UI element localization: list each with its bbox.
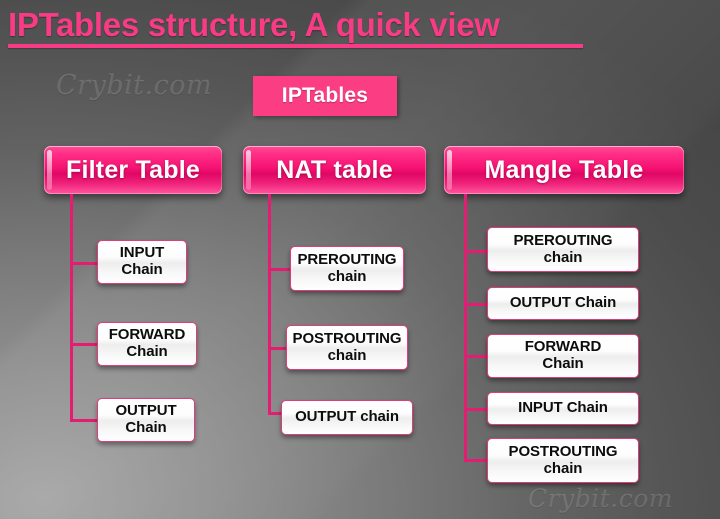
connector-nat-branch-3: [268, 412, 282, 415]
connector-nat-trunk: [268, 194, 271, 415]
connector-filter-trunk: [70, 194, 73, 422]
connector-filter-branch-2: [70, 343, 99, 346]
node-iptables-root[interactable]: IPTables: [253, 76, 397, 116]
node-mangle-chain-prerouting[interactable]: PREROUTING chain: [487, 227, 639, 272]
connector-mangle-trunk: [464, 194, 467, 462]
node-filter-table[interactable]: Filter Table: [44, 146, 222, 194]
node-filter-chain-output[interactable]: OUTPUT Chain: [97, 398, 195, 442]
node-mangle-chain-output[interactable]: OUTPUT Chain: [487, 287, 639, 320]
node-filter-chain-forward[interactable]: FORWARD Chain: [97, 322, 197, 366]
node-label: OUTPUT chain: [295, 408, 399, 426]
node-label: Mangle Table: [484, 155, 644, 184]
node-label: INPUT Chain: [518, 399, 608, 417]
node-label: IPTables: [281, 84, 369, 107]
connector-nat-branch-2: [268, 347, 288, 350]
connector-mangle-branch-3: [464, 355, 489, 358]
watermark-top: Crybit.com: [56, 70, 213, 101]
node-filter-chain-input[interactable]: INPUT Chain: [97, 240, 187, 284]
node-nat-chain-postrouting[interactable]: POSTROUTING chain: [286, 325, 408, 370]
node-label: Filter Table: [66, 155, 200, 184]
connector-filter-branch-3: [70, 419, 99, 422]
node-label: POSTROUTING chain: [508, 442, 618, 477]
node-label: OUTPUT Chain: [115, 402, 177, 436]
node-label: FORWARD Chain: [524, 338, 602, 372]
connector-nat-branch-1: [268, 268, 292, 271]
node-label: PREROUTING chain: [297, 250, 397, 285]
node-label: PREROUTING chain: [513, 231, 613, 266]
watermark-bottom: Crybit.com: [528, 484, 673, 513]
connector-mangle-branch-1: [464, 250, 489, 253]
connector-mangle-branch-4: [464, 408, 489, 411]
node-nat-chain-output[interactable]: OUTPUT chain: [281, 400, 413, 435]
node-label: NAT table: [276, 155, 393, 184]
connector-mangle-branch-5: [464, 459, 489, 462]
connector-mangle-branch-2: [464, 303, 489, 306]
node-nat-chain-prerouting[interactable]: PREROUTING chain: [290, 246, 404, 291]
node-label: POSTROUTING chain: [292, 329, 402, 364]
title-underline: [8, 44, 583, 48]
node-mangle-chain-postrouting[interactable]: POSTROUTING chain: [487, 438, 639, 483]
node-label: FORWARD Chain: [108, 326, 186, 360]
node-label: INPUT Chain: [119, 244, 165, 278]
node-mangle-chain-forward[interactable]: FORWARD Chain: [487, 334, 639, 378]
connector-filter-branch-1: [70, 262, 99, 265]
node-label: OUTPUT Chain: [509, 294, 617, 312]
node-nat-table[interactable]: NAT table: [243, 146, 426, 194]
node-mangle-table[interactable]: Mangle Table: [444, 146, 684, 194]
page-title: IPTables structure, A quick view: [8, 6, 500, 43]
node-mangle-chain-input[interactable]: INPUT Chain: [487, 392, 639, 425]
